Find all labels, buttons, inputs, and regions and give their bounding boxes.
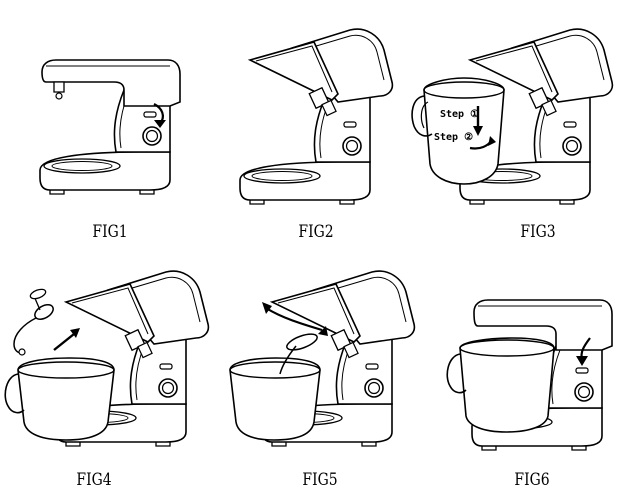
mixer-illustration-ready xyxy=(440,276,620,451)
figure-1: FIG1 xyxy=(20,20,200,250)
figure-4: FIG4 xyxy=(0,262,210,498)
figure-6: FIG6 xyxy=(440,276,620,498)
mixing-bowl xyxy=(460,338,554,432)
insert-arrow xyxy=(54,334,74,350)
mixing-bowl xyxy=(230,358,320,440)
figure-2: FIG2 xyxy=(220,14,410,250)
mixer-illustration-attachment xyxy=(0,270,210,447)
mixing-bowl xyxy=(412,78,504,184)
attachment-shaft xyxy=(54,82,64,92)
figure-caption: FIG6 xyxy=(514,470,550,490)
figure-caption: FIG4 xyxy=(76,470,112,490)
attachment-accessory xyxy=(285,331,319,353)
attachment-accessory xyxy=(14,288,56,355)
mixer-illustration-bowl-install: Step ① Step ② xyxy=(410,28,614,205)
figure-caption: FIG3 xyxy=(520,222,556,242)
rotate-arrow xyxy=(266,308,322,330)
figure-3: Step ① Step ② FIG3 xyxy=(410,14,620,250)
mixer-illustration-head-down xyxy=(39,20,200,195)
step-2-label: Step ② xyxy=(434,132,473,143)
figure-caption: FIG1 xyxy=(92,222,128,242)
figure-caption: FIG5 xyxy=(302,470,338,490)
figure-caption: FIG2 xyxy=(298,222,334,242)
figure-5: FIG5 xyxy=(222,262,417,498)
mixer-illustration-rotate-attachment xyxy=(222,270,416,447)
mixer-illustration-head-up xyxy=(239,28,394,205)
mixing-bowl xyxy=(18,358,114,440)
step-1-label: Step ① xyxy=(440,109,479,120)
